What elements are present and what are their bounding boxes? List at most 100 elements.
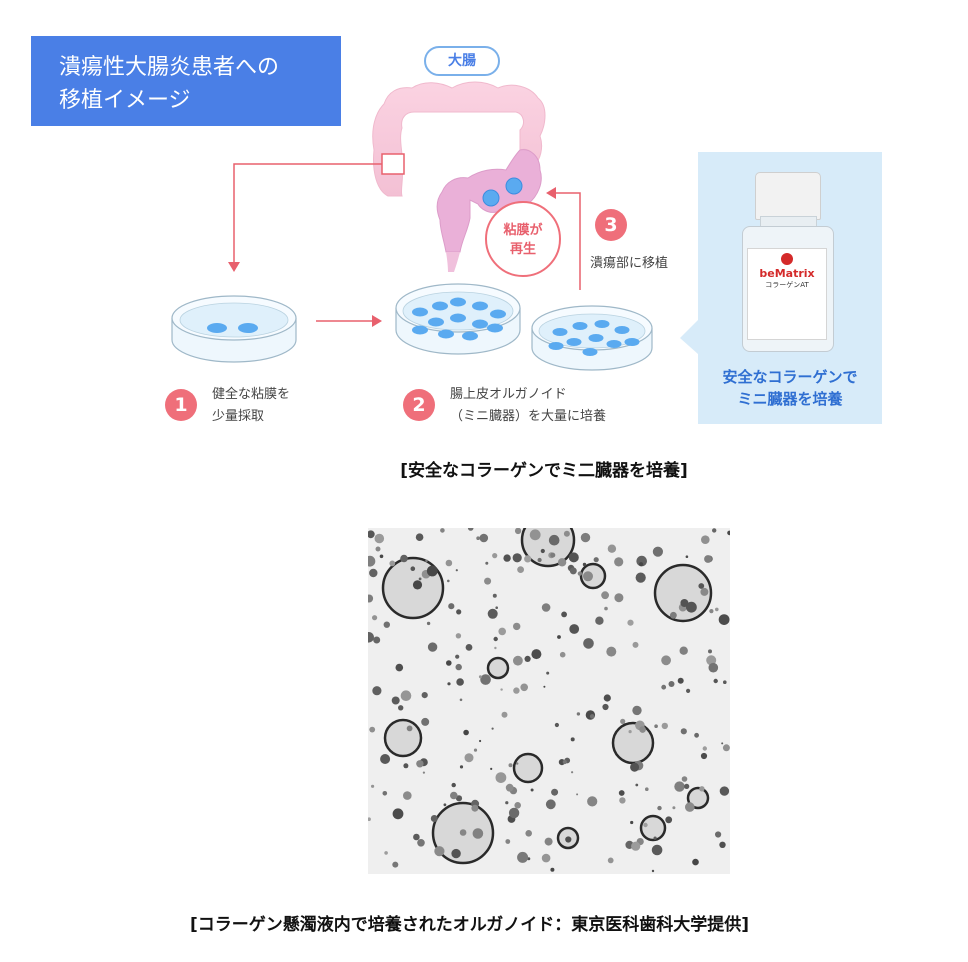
title-line-1: 潰瘍性大腸炎患者への — [59, 55, 280, 80]
organoid-speck — [582, 562, 587, 567]
organoid-speck — [635, 572, 646, 583]
organoid-speck — [604, 606, 608, 611]
brand-logo-icon — [781, 253, 793, 265]
organoid-speck — [398, 705, 404, 711]
organoid-speck — [568, 552, 579, 563]
organoid-speck — [379, 554, 384, 559]
diagram-caption-text: [安全なコラーゲンでミ二臓器を培養] — [400, 461, 688, 481]
organoid-speck — [686, 688, 691, 693]
panel-line-1: 安全なコラーゲンで — [722, 368, 858, 386]
organoid-speck — [501, 711, 508, 718]
organoid-speck — [514, 528, 522, 535]
organoid-speck — [595, 616, 604, 625]
organoid-speck — [380, 754, 391, 764]
organoid-speck — [661, 722, 668, 730]
organoid-speck — [508, 807, 520, 819]
organoid-speck — [557, 558, 567, 567]
step-1-number: 1 — [165, 389, 197, 421]
step-1-line-1: 健全な粘膜を — [212, 387, 291, 402]
organoid-speck — [541, 603, 551, 612]
organoid-speck — [372, 615, 378, 621]
organoid-speck — [517, 566, 524, 573]
organoid-speck — [434, 846, 445, 857]
organoid-speck — [635, 783, 639, 787]
organoid-speck — [722, 744, 730, 752]
organoid-speck — [529, 529, 541, 541]
organoid-speck — [383, 621, 390, 628]
organoid-speck — [495, 772, 507, 783]
organoid-speck — [448, 603, 455, 610]
organoid-speck — [653, 836, 657, 840]
organoid-speck — [670, 611, 677, 619]
organoid-speck — [472, 828, 484, 839]
organoid-speck — [403, 763, 409, 769]
organoid-speck — [668, 681, 675, 687]
organoid-speck — [677, 677, 684, 684]
organoid-speck — [455, 795, 463, 802]
organoid-speck — [494, 646, 497, 650]
organoid-speck — [548, 534, 560, 546]
organoid-speck — [684, 783, 690, 789]
colon-illustration-icon — [372, 81, 546, 272]
organoid-speck — [593, 557, 599, 563]
organoid-speck — [630, 820, 634, 825]
organoid-speck — [651, 869, 655, 873]
organoid-speck — [685, 802, 695, 812]
organoid-speck — [545, 799, 556, 810]
organoid-speck — [374, 533, 385, 544]
organoid-speck — [495, 606, 498, 609]
organoid-speck — [513, 687, 520, 694]
organoid-speck — [712, 528, 717, 533]
organoid-speck — [672, 806, 676, 810]
organoid-ring — [383, 718, 423, 758]
organoid-speck — [627, 619, 634, 626]
organoid-speck — [400, 690, 412, 701]
organoid-speck — [702, 746, 707, 751]
organoid-speck — [630, 762, 640, 772]
organoid-speck — [700, 752, 708, 760]
organoid-speck — [607, 544, 617, 553]
organoid-speck — [369, 568, 378, 578]
organoid-speck — [490, 767, 493, 770]
organoid-speck — [580, 532, 591, 543]
organoid-speck — [601, 591, 609, 600]
organoid-speck — [700, 587, 709, 596]
organoid-speck — [382, 791, 388, 796]
organoid-speck — [694, 732, 699, 738]
organoid-speck — [607, 857, 614, 864]
organoid-speck — [680, 728, 687, 735]
organoid-speck — [571, 771, 574, 774]
step-1-label: 健全な粘膜を 少量採取 — [212, 384, 290, 428]
organoid-speck — [679, 646, 688, 655]
arrow-culture-icon — [316, 315, 382, 327]
organoid-ring — [686, 786, 710, 810]
organoid-speck — [557, 635, 561, 639]
organoid-speck — [512, 553, 522, 563]
organoid-speck — [406, 725, 413, 732]
organoid-speck — [520, 683, 528, 692]
organoid-speck — [540, 548, 545, 554]
organoid-speck — [426, 621, 431, 626]
organoid-speck — [455, 569, 458, 572]
organoid-speck — [505, 783, 514, 792]
organoid-speck — [421, 717, 430, 726]
organoid-speck — [719, 841, 726, 848]
organoid-speck — [652, 546, 663, 557]
organoid-speck — [479, 533, 489, 543]
organoid-ring — [639, 814, 667, 842]
panel-pointer — [680, 320, 698, 354]
organoid-ring — [512, 752, 544, 784]
organoid-speck — [569, 624, 580, 634]
regeneration-badge: 粘膜が 再生 — [485, 201, 561, 277]
organoid-speck — [692, 858, 699, 866]
organoid-speck — [699, 786, 705, 792]
organoid-speck — [614, 557, 624, 567]
organoid-speck — [508, 763, 513, 768]
organoid-speck — [698, 583, 705, 589]
organoid-speck — [425, 559, 428, 563]
organoid-speck — [551, 788, 559, 796]
organoid-speck — [412, 580, 423, 590]
organoid-speck — [373, 636, 381, 644]
organoid-speck — [550, 552, 556, 558]
organoid-micrograph-image — [368, 528, 730, 874]
